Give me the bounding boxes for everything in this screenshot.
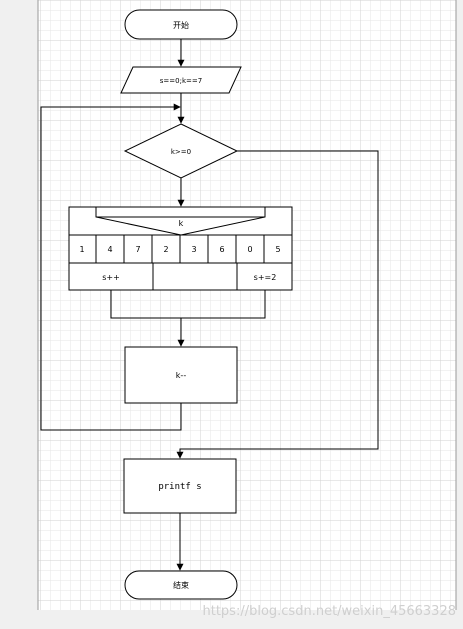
case-label: 2 <box>163 245 168 254</box>
case-label: 4 <box>107 245 112 254</box>
case-action-left-label: s++ <box>102 273 120 282</box>
switch-variable-label: k <box>179 219 184 228</box>
case-action-right-label: s+=2 <box>254 273 277 282</box>
case-label: 0 <box>247 245 252 254</box>
case-label: 1 <box>79 245 84 254</box>
exit-connector <box>176 150 379 459</box>
loop-back-connector <box>40 103 182 431</box>
condition-label: k>=0 <box>171 148 191 156</box>
init-label: s==0;k==7 <box>160 77 202 85</box>
output-label: printf s <box>158 482 201 492</box>
case-label: 5 <box>275 245 280 254</box>
start-label: 开始 <box>173 20 189 30</box>
grid-background <box>38 0 456 610</box>
case-label: 3 <box>191 245 196 254</box>
end-label: 结束 <box>173 580 189 590</box>
end-terminator[interactable] <box>124 570 238 600</box>
case-action-row <box>68 262 293 291</box>
decrement-process[interactable] <box>124 346 238 404</box>
case-merge-line <box>110 290 266 319</box>
decrement-label: k-- <box>176 371 187 380</box>
init-parallelogram[interactable] <box>120 66 242 94</box>
watermark-text: https://blog.csdn.net/weixin_45663328 <box>202 604 456 619</box>
case-label: 6 <box>219 245 224 254</box>
case-label: 7 <box>135 245 140 254</box>
